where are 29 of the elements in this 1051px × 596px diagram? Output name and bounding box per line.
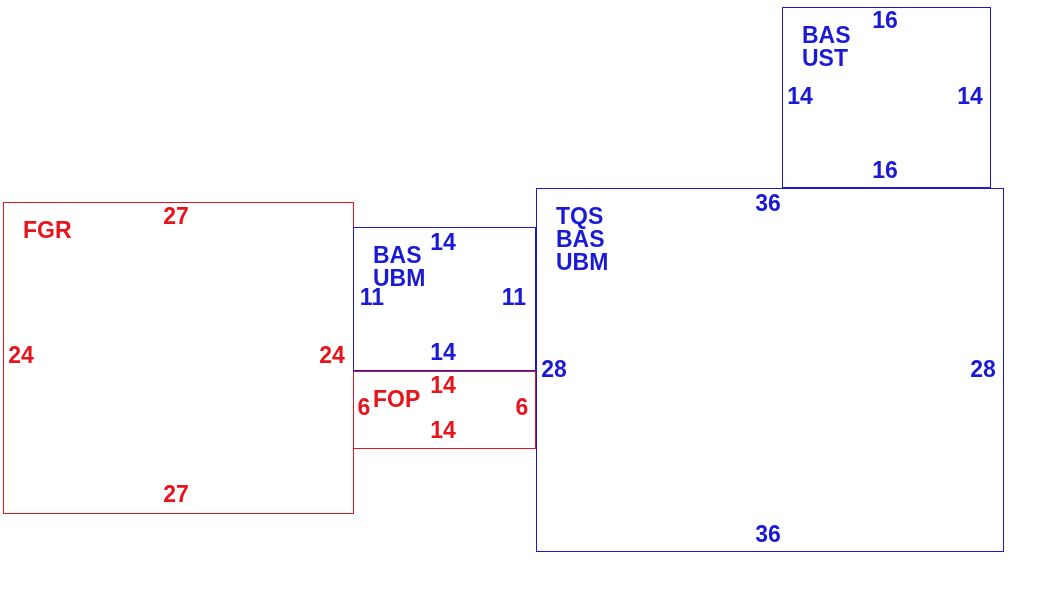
dimension-label: 14	[787, 84, 813, 108]
room-box	[353, 227, 536, 371]
room-name: TQS BAS UBM	[556, 205, 610, 274]
room-box	[536, 188, 1004, 552]
dimension-label: 14	[430, 418, 456, 442]
dimension-label: 11	[501, 285, 527, 309]
dimension-label: 11	[359, 285, 385, 309]
dimension-label: 14	[430, 373, 456, 397]
dimension-label: 16	[872, 158, 898, 182]
room-name: FOP	[373, 388, 422, 411]
dimension-label: 27	[163, 482, 189, 506]
dimension-label: 24	[8, 343, 34, 367]
dimension-label: 24	[319, 343, 345, 367]
dimension-label: 6	[515, 395, 529, 419]
dimension-label: 14	[957, 84, 983, 108]
dimension-label: 36	[755, 522, 781, 546]
dimension-label: 36	[755, 191, 781, 215]
room-box	[3, 202, 354, 514]
room-name: BAS UST	[802, 24, 852, 70]
room-box	[353, 371, 536, 449]
dimension-label: 6	[357, 395, 371, 419]
dimension-label: 28	[541, 357, 567, 381]
dimension-label: 16	[872, 8, 898, 32]
room-name: FGR	[23, 219, 73, 242]
dimension-label: 27	[163, 204, 189, 228]
room-box	[782, 7, 991, 188]
dimension-label: 14	[430, 230, 456, 254]
dimension-label: 28	[970, 357, 996, 381]
dimension-label: 14	[430, 340, 456, 364]
